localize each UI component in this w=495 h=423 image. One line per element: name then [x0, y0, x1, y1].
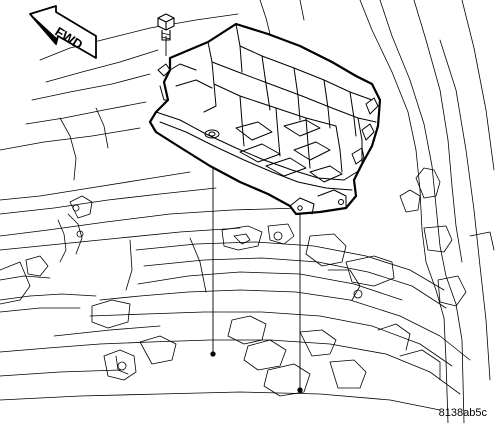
mounting-bracket: [148, 22, 382, 216]
figure-id-label: 8138ab5c: [438, 407, 487, 419]
bracket-outline: [148, 22, 382, 216]
fwd-arrow-icon: FWD: [29, 5, 97, 59]
bolt-fastener: [157, 13, 175, 41]
alignment-lines: [165, 36, 303, 393]
